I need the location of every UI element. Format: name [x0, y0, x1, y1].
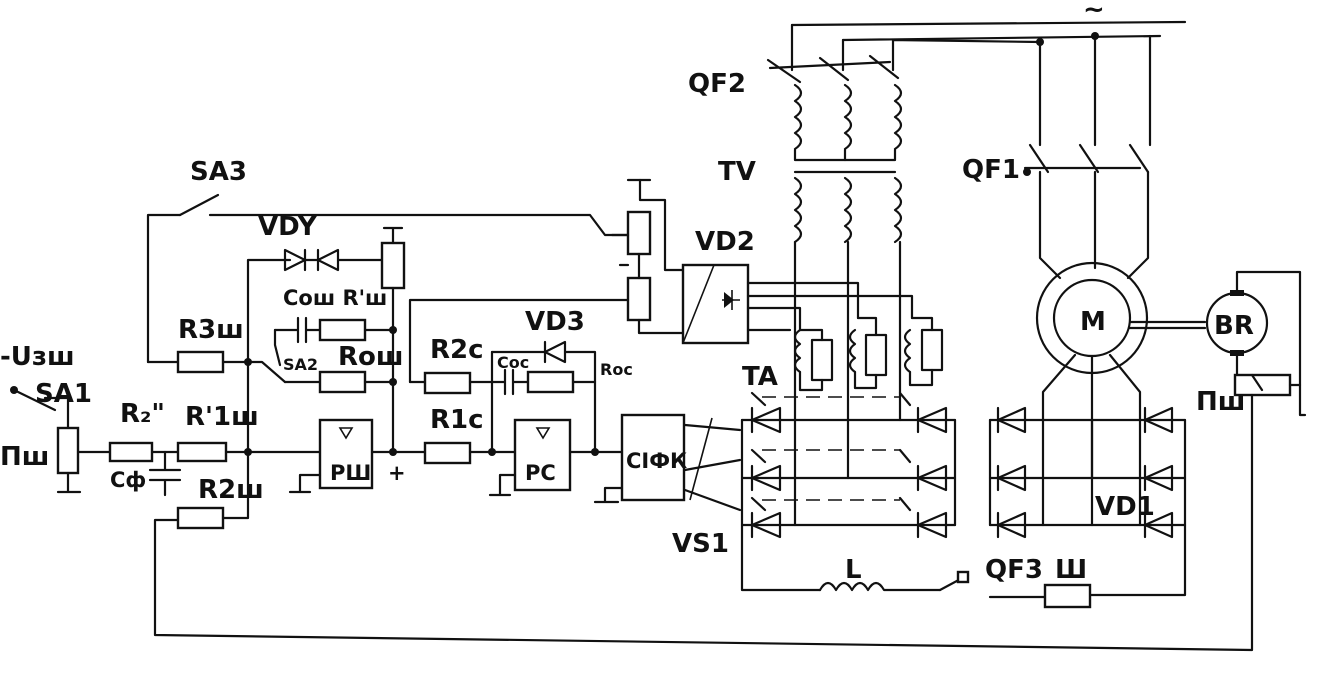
sifu-block-label: СІФК [626, 449, 687, 473]
cf-label: Cф [110, 468, 146, 492]
vd1-diode-bridge: VD1 [988, 406, 1187, 597]
r1sh-label: R'1ш [185, 402, 259, 432]
vd2-assembly: VD2 [610, 178, 914, 345]
tv-label: TV [718, 157, 756, 187]
r1c-label: R1c [430, 405, 484, 435]
tv-transformer: TV [718, 83, 903, 527]
qf2-breaker: QF2 [688, 54, 900, 99]
psh-left-label: Пш [0, 442, 49, 472]
motor-m: M [1035, 261, 1207, 480]
coc-label: Cос [497, 353, 529, 372]
vs1-label: VS1 [672, 529, 729, 559]
r2pp-label: R₂" [120, 399, 165, 429]
vd3-label: VD3 [525, 307, 585, 337]
sh-label: Ш [1055, 555, 1087, 585]
r2c-label: R2c [430, 335, 484, 365]
ta-current-transformers: TA [742, 316, 944, 392]
vd4-label: VDY [258, 212, 318, 242]
izsh-label: -Uзш [0, 342, 75, 372]
ac-symbol: ~ [1083, 0, 1105, 25]
qf1-breaker: QF1 [962, 143, 1150, 280]
qf2-label: QF2 [688, 69, 746, 99]
r2sh-label: R2ш [198, 475, 264, 505]
speed-regulator-rsh: РШ + [288, 418, 406, 494]
plus-label: + [388, 461, 406, 485]
tachogenerator-br: BR Пш [153, 270, 1307, 652]
phase-control-sifk: СІФК [593, 413, 713, 504]
psh-right-label: Пш [1196, 387, 1245, 417]
speed-regulator-feedback: SA3 R3ш VDY Cош R'ш SA2 Rош [146, 157, 630, 456]
vd2-label: VD2 [695, 227, 755, 257]
armature-circuit: L QF3 Ш [818, 555, 1092, 609]
br-label: BR [1214, 311, 1254, 341]
l-label: L [845, 555, 862, 585]
rosh-label: Rош [338, 342, 404, 372]
vs1-thyristor-bridge: VS1 [672, 391, 957, 592]
motor-label: M [1080, 307, 1106, 337]
rsh-block-label: РШ [330, 461, 371, 485]
pc-block-label: PC [525, 461, 556, 485]
qf3-label: QF3 [985, 555, 1043, 585]
ta-label: TA [742, 362, 778, 392]
input-section: -Uзш SA1 Пш R₂" Cф R'1ш R2ш [0, 258, 322, 530]
sa3-label: SA3 [190, 157, 247, 187]
sa2-label: SA2 [283, 355, 318, 374]
r3sh-label: R3ш [178, 315, 244, 345]
qf1-label: QF1 [962, 155, 1020, 185]
roc-label: Roc [600, 360, 633, 379]
mains-supply: ~ [790, 0, 1187, 147]
cosh-rsh-label: Cош R'ш [283, 286, 387, 310]
current-regulator-pc: R1c R2c Cос VD3 Roc PC [391, 298, 633, 497]
